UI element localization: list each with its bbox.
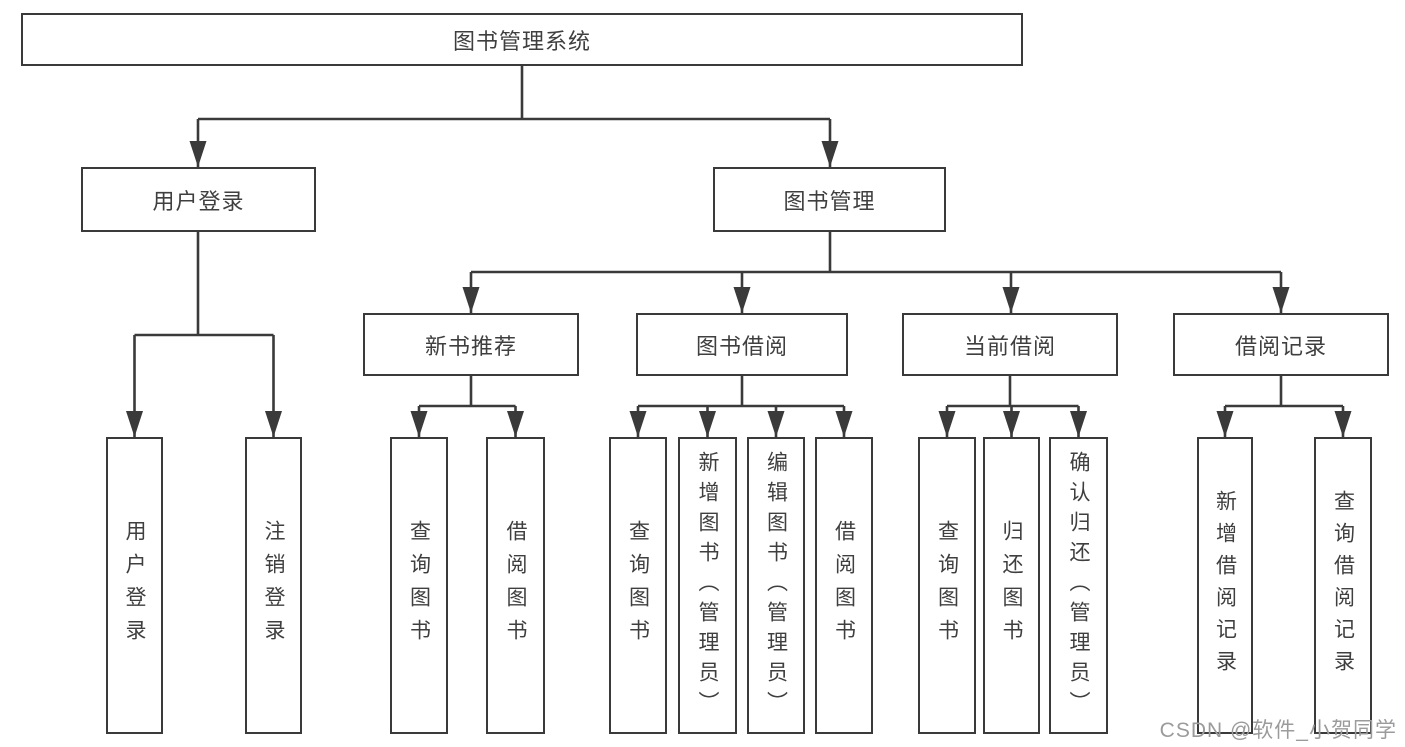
- leaf-return-books-label: 归还图书: [1000, 519, 1023, 652]
- node-book-management: 图书管理: [713, 167, 946, 232]
- node-borrow-records: 借阅记录: [1173, 313, 1389, 376]
- leaf-edit-book-admin: 编辑图书（管理员）: [747, 437, 805, 734]
- leaf-query-borrow-record: 查询借阅记录: [1314, 437, 1372, 734]
- leaf-add-book-admin: 新增图书（管理员）: [678, 437, 737, 734]
- node-new-book-recommend: 新书推荐: [363, 313, 579, 376]
- leaf-return-books: 归还图书: [983, 437, 1040, 734]
- leaf-user-login: 用户登录: [106, 437, 163, 734]
- node-book-borrow: 图书借阅: [636, 313, 848, 376]
- leaf-confirm-return-admin: 确认归还（管理员）: [1049, 437, 1108, 734]
- leaf-add-book-admin-label: 新增图书（管理员）: [696, 450, 719, 721]
- leaf-add-borrow-record-label: 新增借阅记录: [1213, 489, 1237, 682]
- leaf-borrow-books-borrow: 借阅图书: [815, 437, 873, 734]
- leaf-logout-label: 注销登录: [262, 519, 285, 652]
- leaf-query-books-current: 查询图书: [918, 437, 976, 734]
- leaf-query-books-borrow-label: 查询图书: [626, 519, 650, 652]
- leaf-query-books-recommend-label: 查询图书: [407, 519, 431, 652]
- node-current-borrow-label: 当前借阅: [963, 333, 1056, 359]
- node-root-label: 图书管理系统: [452, 28, 591, 54]
- watermark: CSDN @软件_小贺同学: [1159, 719, 1397, 742]
- node-book-borrow-label: 图书借阅: [695, 333, 788, 359]
- node-user-login-label: 用户登录: [152, 188, 245, 214]
- node-borrow-records-label: 借阅记录: [1234, 333, 1327, 359]
- leaf-query-books-recommend: 查询图书: [390, 437, 448, 734]
- node-new-book-recommend-label: 新书推荐: [424, 333, 517, 359]
- leaf-logout: 注销登录: [245, 437, 302, 734]
- leaf-edit-book-admin-label: 编辑图书（管理员）: [764, 450, 788, 721]
- leaf-borrow-books-borrow-label: 借阅图书: [832, 519, 856, 652]
- leaf-query-books-current-label: 查询图书: [935, 519, 959, 652]
- node-user-login: 用户登录: [81, 167, 316, 232]
- node-current-borrow: 当前借阅: [902, 313, 1118, 376]
- leaf-confirm-return-admin-label: 确认归还（管理员）: [1067, 450, 1090, 721]
- leaf-borrow-books-recommend-label: 借阅图书: [504, 519, 527, 652]
- leaf-add-borrow-record: 新增借阅记录: [1197, 437, 1253, 734]
- arrowhead-icons: [126, 141, 1352, 437]
- node-root: 图书管理系统: [21, 13, 1023, 66]
- connector-edges: [133, 66, 1345, 437]
- leaf-query-borrow-record-label: 查询借阅记录: [1331, 489, 1355, 682]
- node-book-management-label: 图书管理: [783, 188, 876, 214]
- leaf-query-books-borrow: 查询图书: [609, 437, 667, 734]
- leaf-borrow-books-recommend: 借阅图书: [486, 437, 545, 734]
- leaf-user-login-label: 用户登录: [123, 519, 146, 652]
